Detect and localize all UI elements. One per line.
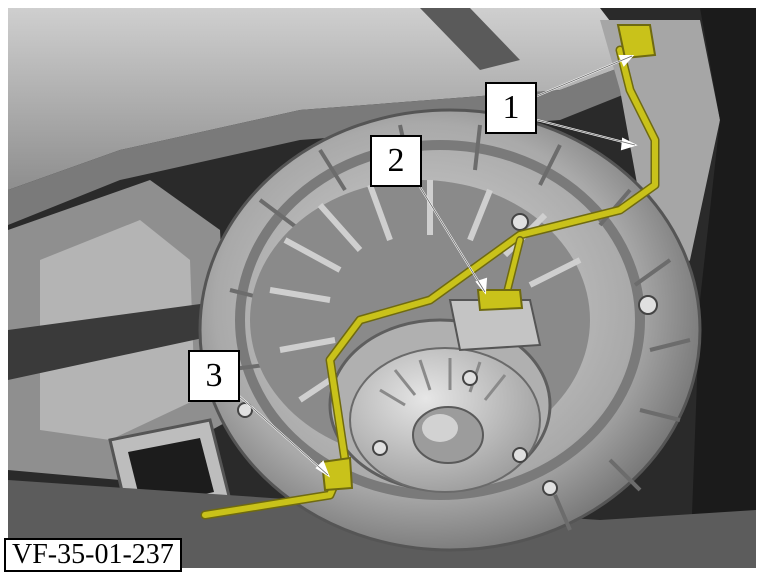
leader-lines-outline [237, 55, 636, 476]
blower-housing-ring [235, 140, 645, 500]
harness-clip-lower [320, 456, 354, 492]
callout-3: 3 [188, 350, 240, 402]
left-dark-strap [8, 300, 240, 380]
figure-reference-code: VF-35-01-237 [4, 538, 182, 572]
mounting-screws [237, 213, 658, 496]
panel-ridge [420, 8, 520, 70]
callout-2: 2 [370, 135, 422, 187]
right-dark-area [690, 8, 756, 568]
harness-connector-motor [476, 289, 524, 312]
housing-ribs [224, 124, 691, 531]
callout-1: 1 [485, 82, 537, 134]
motor-cap [422, 414, 458, 442]
harness-clip-top [616, 24, 657, 60]
